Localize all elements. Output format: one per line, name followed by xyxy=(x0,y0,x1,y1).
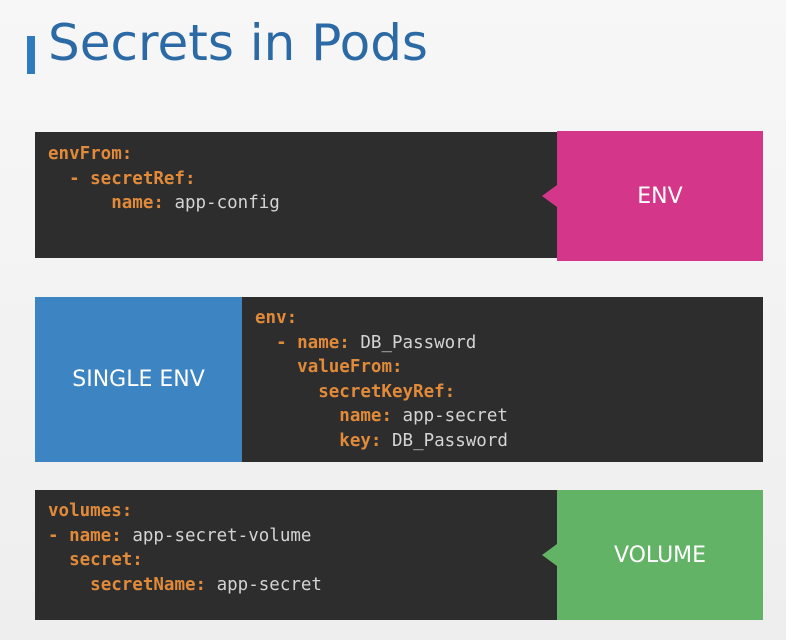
code-line: name: app-secret xyxy=(339,406,508,426)
page-title: Secrets in Pods xyxy=(48,14,428,72)
code-line: - name: app-secret-volume xyxy=(48,525,312,546)
code-line: env: xyxy=(255,308,298,328)
code-line: secretKeyRef: xyxy=(318,381,456,402)
volume-tag: VOLUME xyxy=(542,490,763,620)
single-env-code-panel: env: - name: DB_Password valueFrom: secr… xyxy=(242,297,763,462)
code-line: - name: DB_Password xyxy=(276,332,477,353)
title-accent-bar xyxy=(27,36,35,74)
code-line: envFrom: xyxy=(48,144,133,164)
code-line: - secretRef: xyxy=(69,168,196,189)
single-env-tag: SINGLE ENV xyxy=(35,297,258,462)
env-code-panel: envFrom: - secretRef: name: app-config xyxy=(35,132,557,258)
env-tag: ENV xyxy=(542,131,763,261)
code-line: name: app-config xyxy=(111,193,280,213)
single-env-code-block: env: - name: DB_Password valueFrom: secr… xyxy=(255,306,508,453)
env-code-block: envFrom: - secretRef: name: app-config xyxy=(48,142,280,216)
volume-code-block: volumes: - name: app-secret-volume secre… xyxy=(48,499,322,597)
code-line: valueFrom: xyxy=(297,357,403,377)
single-env-tag-label: SINGLE ENV xyxy=(72,367,205,392)
env-tag-label: ENV xyxy=(637,183,683,209)
code-line: secret: xyxy=(69,550,143,570)
volume-tag-label: VOLUME xyxy=(613,542,707,568)
volume-code-panel: volumes: - name: app-secret-volume secre… xyxy=(35,490,557,620)
code-line: key: DB_Password xyxy=(339,430,508,451)
code-line: secretName: app-secret xyxy=(90,574,322,595)
code-line: volumes: xyxy=(48,501,133,521)
